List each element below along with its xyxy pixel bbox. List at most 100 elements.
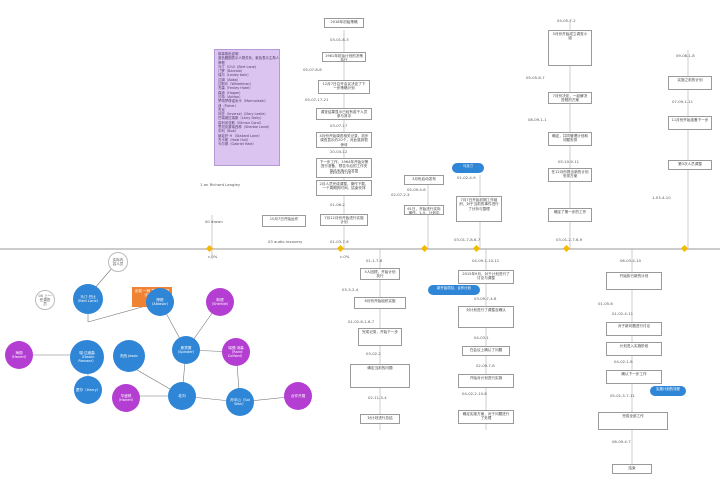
event-node[interactable]: 2018年初始策略 <box>324 18 364 28</box>
event-date: 04-02-1-8 <box>614 359 633 364</box>
legend-line: 门罗（Barcalo） <box>218 69 245 74</box>
legend-line: 杰克 <box>218 107 225 112</box>
event-node[interactable]: 计划进入实施阶段 <box>606 342 662 356</box>
event-node[interactable]: 7月12月份开始进行实施计划 <box>320 214 368 226</box>
event-node[interactable]: 在12月份提出新的计划安排方案 <box>548 168 592 182</box>
event-node[interactable]: 6月份开始组织实施 <box>354 297 406 309</box>
event-node[interactable]: 在会议上确认了问题 <box>462 346 510 356</box>
legend-line: 思坦克普瑞西林（Sherbie Lexie） <box>218 125 272 130</box>
event-node[interactable]: 2015年9月，对于计划进行了讨论与调整 <box>458 270 514 284</box>
axis-label: 1 an Richard Langley <box>200 182 241 187</box>
event-date: 01-03-1-11 <box>330 170 352 175</box>
event-node[interactable]: 完成全部工作 <box>598 412 668 430</box>
event-date: 01-02-4-11 <box>612 311 634 316</box>
legend-line: 亨利（Bob） <box>218 129 239 134</box>
event-date: 03-01-2-7-6-9 <box>556 237 583 242</box>
event-node[interactable]: 7月7日开始初期工作组织，对于当前的事件进行了分析与整理 <box>456 196 502 222</box>
cloud-note: 新开始项目、合作计划 <box>428 285 480 295</box>
event-node[interactable]: 对计划进行总结 <box>360 414 400 424</box>
legend-line: 嘉利米亚斯（Ellman Corol） <box>218 120 264 125</box>
event-node[interactable]: 实施之前的计划 <box>668 76 712 90</box>
legend-line: 保尔（Lesley bain） <box>218 73 251 78</box>
event-node[interactable]: 5人回顾，开始计划执行 <box>360 268 400 280</box>
event-date: 02-09-7-8 <box>476 363 495 368</box>
event-node[interactable]: 对于新问题进行讨论 <box>606 322 662 336</box>
person-node[interactable]: 摩根（Ablasor） <box>146 288 174 316</box>
event-date: 1-03-4-10 <box>652 195 671 200</box>
person-node[interactable]: 合作开展 <box>284 382 312 410</box>
event-node[interactable]: 开始对计划进行实施 <box>458 374 514 388</box>
person-node[interactable]: 霍尔（Harry） <box>74 376 102 404</box>
person-node[interactable]: 老刘 <box>168 382 196 410</box>
event-node[interactable]: 61日，开始进行实际操作，1-5，计划中的新计划 <box>404 205 444 215</box>
event-date: 01-02-6-1-6-7 <box>348 319 375 324</box>
axis-label: 03 audio recovery <box>268 239 303 244</box>
event-node[interactable]: 开始执行新的计划 <box>606 272 662 290</box>
event-date: 03-09-7-4-8 <box>474 296 497 301</box>
event-date: 04-09-1-10-11 <box>472 258 500 263</box>
event-node[interactable]: 10月7日开始运作 <box>262 215 306 227</box>
event-node[interactable]: 下一步工作，1964年开始对策进行准备，预告今后的工作安排给予指示及答复 <box>316 158 372 178</box>
event-node[interactable]: 结束 <box>612 464 652 474</box>
event-node[interactable]: 确定实施方案，对于问题进行了处理 <box>458 410 514 424</box>
legend-line: 杰森（Fenley Hotel） <box>218 86 253 91</box>
event-node[interactable]: 调查结果显示已经有若干人员参与其中 <box>316 108 372 120</box>
event-node[interactable]: 3月份启动发布 <box>404 175 444 185</box>
event-date: 03-3-2-4 <box>342 287 359 292</box>
event-date: 08-09-1-1 <box>528 117 547 122</box>
event-date: 04-03-1 <box>474 335 489 340</box>
event-node[interactable]: 对计划进行了调整及确认 <box>458 306 514 328</box>
event-date: 20-04-12 <box>330 149 348 154</box>
person-node[interactable]: 华盛顿（Haneri） <box>112 384 140 412</box>
event-date: 01-02-4-9 <box>457 175 476 180</box>
axis-label: 00 drown <box>205 219 223 224</box>
legend-line: 赫克托·Ｈ（Stallard Lane） <box>218 133 262 138</box>
event-date: 03-07-17 <box>330 123 348 128</box>
legend-line: 贝特（Adrian） <box>218 94 243 99</box>
event-date: 05-01-5-7-11 <box>610 393 635 398</box>
person-node[interactable]: 瑞德·汤森（Rand Colfard） <box>222 338 250 366</box>
person-node[interactable]: 海丽（Haneri） <box>5 341 33 369</box>
event-date: 06-03-4-10 <box>620 258 642 263</box>
event-date: 01-05-6 <box>598 301 613 306</box>
cloud-note: 马克汀 <box>452 163 484 173</box>
person-node[interactable]: 斯宾德（Spinder） <box>172 336 200 364</box>
event-node[interactable]: 确定了第一步的工作 <box>548 208 592 222</box>
event-date: 01-03-7-6 <box>330 239 349 244</box>
legend-box: 故事角色说明 蓝色圆圈表示人物关系，紫色表示主角人物（主/次） 摩根 马汀（Ch… <box>214 49 280 166</box>
event-date: 09-08-1-8 <box>676 53 695 58</box>
event-date: 01-1-7-8 <box>366 258 383 263</box>
event-node[interactable]: 确定当前的问题 <box>350 364 410 388</box>
event-date: 05-10-9-11 <box>558 159 580 164</box>
event-node[interactable]: 7月份决定，一起解决进程的方案 <box>548 92 592 104</box>
person-node[interactable]: 马汀·巴比（Bert Lane） <box>73 284 103 314</box>
event-date: 03-01-8-3 <box>330 37 349 42</box>
event-date: 04-05-7-2 <box>557 18 576 23</box>
axis-label: c.0% <box>340 254 350 259</box>
event-date: 07-09-1-11 <box>672 99 694 104</box>
axis-label: c.0% <box>208 254 218 259</box>
event-node[interactable]: 4月份开始调查相关记录，初步调查显示约20个，对此感到很惊讶 <box>316 132 372 148</box>
event-node[interactable]: 2月人员完成调整，操作下载，一个周期的时间，结束安排 <box>316 180 372 196</box>
event-node[interactable]: 第3次人员调整 <box>668 160 712 170</box>
person-node[interactable]: 杰西 Jessic <box>113 340 145 372</box>
event-node[interactable]: 确定，共同管理计划和问题安排 <box>548 132 592 146</box>
person-node[interactable]: 实际内容人员 <box>108 252 128 272</box>
legend-line: 达斯尔（Wheelman） <box>218 82 254 87</box>
event-date: 03-01-7-8-6-7 <box>454 237 481 242</box>
legend-line: 利亚（Inverse）(Dory Leslie) <box>218 112 266 117</box>
event-node[interactable]: 11月份开始准备下一步 <box>668 116 712 130</box>
event-date: 05-07-8-6 <box>303 67 322 72</box>
legend-line: 卡尔顿（Gabriel Hale） <box>218 142 256 147</box>
event-node[interactable]: 完成记录，开始下一步 <box>358 328 402 346</box>
person-node[interactable]: 瑞·达维森（Dwain Rmoser） <box>70 340 104 374</box>
person-node[interactable]: 孙中山（Sol Wan） <box>226 388 254 416</box>
event-node[interactable]: 1961年初始计划的决策执行 <box>322 52 366 62</box>
person-node[interactable]: 助理（Sherbie） <box>206 288 234 316</box>
person-node[interactable]: 00 上一任调查员 <box>35 290 55 310</box>
event-date: 04-02-2-10-8 <box>462 391 487 396</box>
event-node[interactable]: 5月份开始成立调查小组 <box>548 30 592 66</box>
event-node[interactable]: 确认下一步工作 <box>606 370 662 384</box>
event-node[interactable]: 12月7日召开会议决定了下一步策略计划 <box>318 80 370 94</box>
